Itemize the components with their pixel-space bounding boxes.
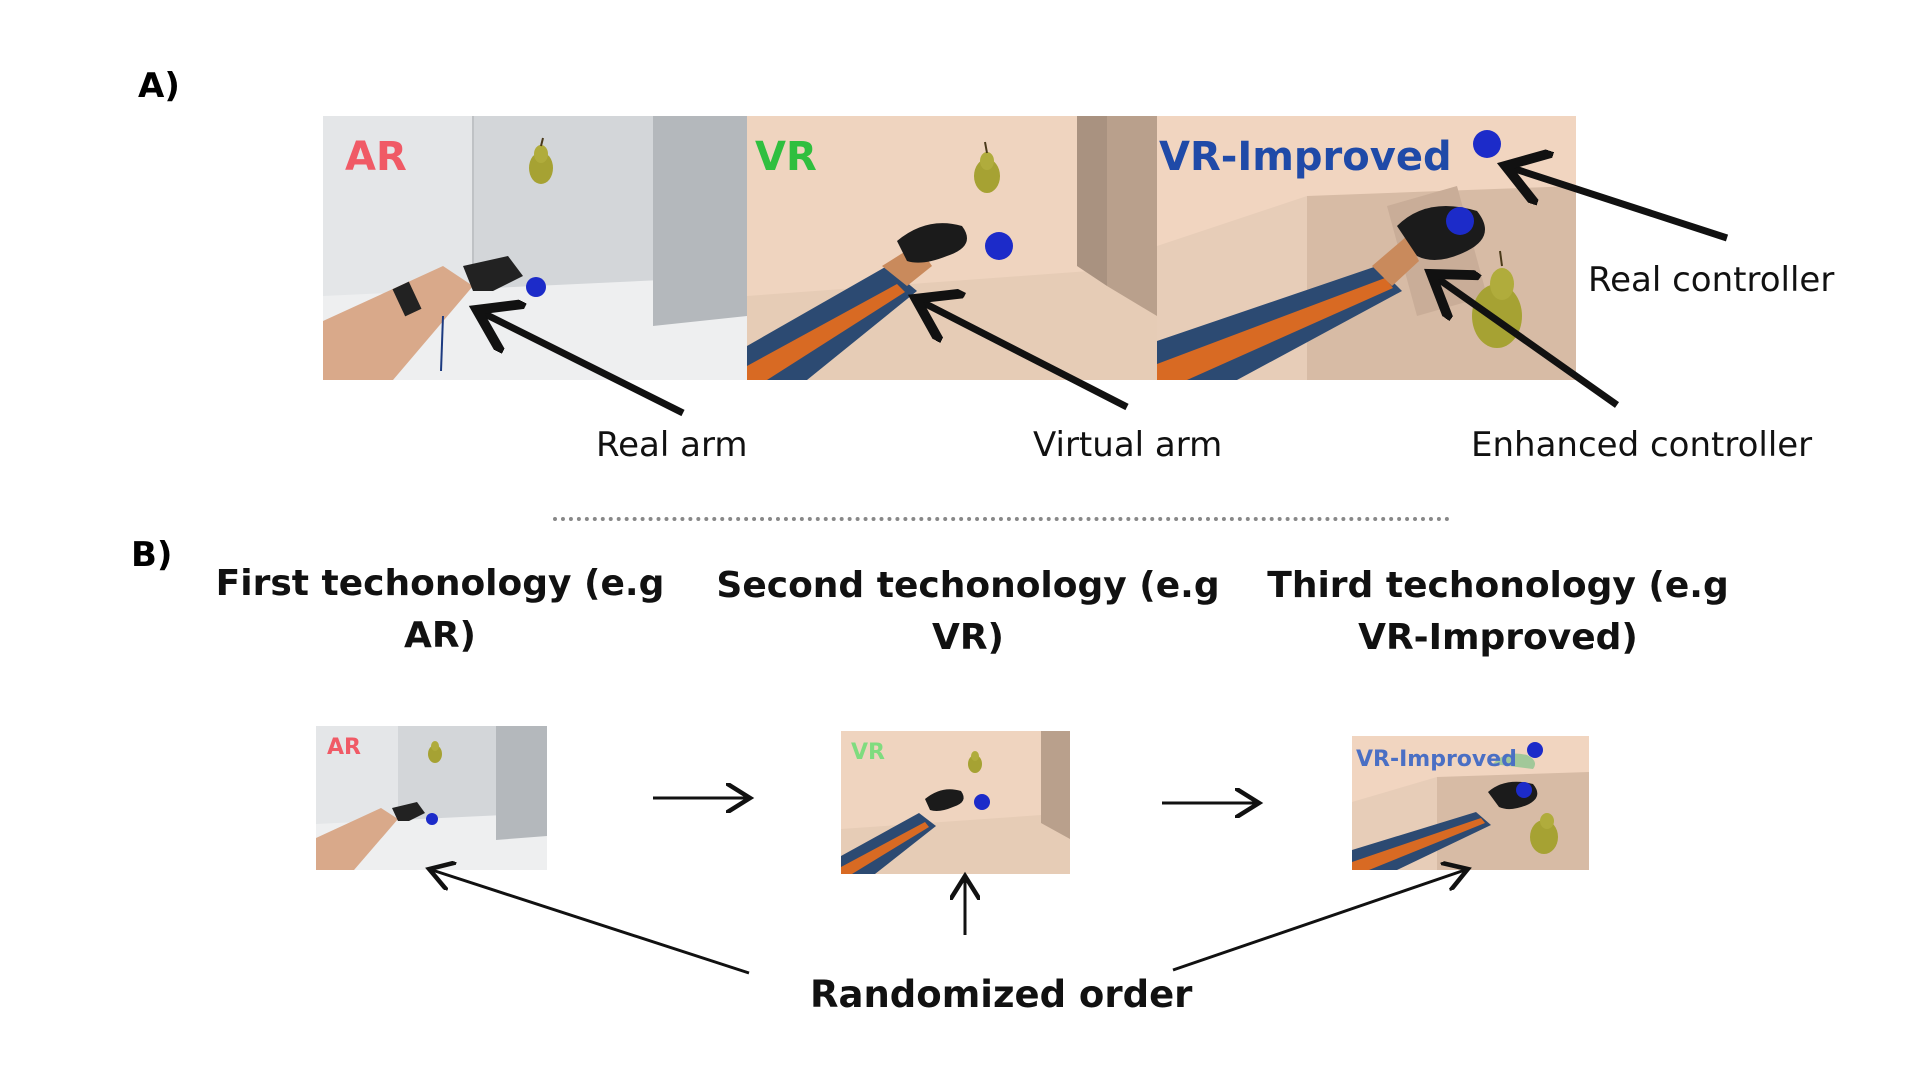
panel-a-label: A) — [138, 66, 180, 106]
annotation-virtual-arm: Virtual arm — [1033, 425, 1223, 465]
section-divider — [553, 517, 1450, 521]
scene-ar-label: AR — [345, 134, 407, 180]
arrow-random-to-third — [1172, 870, 1465, 972]
arrow-random-to-first — [432, 870, 750, 975]
scene-vri-label: VR-Improved — [1159, 134, 1452, 180]
stage-second-title: Second techonology (e.g VR) — [708, 560, 1228, 664]
stage-third-line1: Third techonology (e.g — [1267, 565, 1729, 606]
randomized-order-label: Randomized order — [810, 973, 1193, 1016]
stage-third-title: Third techonology (e.g VR-Improved) — [1248, 560, 1748, 664]
stage-third-line2: VR-Improved) — [1358, 617, 1638, 658]
stage-first-line1: First techonology (e.g — [215, 563, 665, 604]
stage-first-title: First techonology (e.g AR) — [190, 558, 690, 662]
stage-first-line2: AR) — [403, 615, 477, 656]
annotation-real-controller: Real controller — [1588, 260, 1835, 300]
scene-vr-label: VR — [755, 134, 817, 180]
scene-ar-small-label: AR — [327, 735, 361, 760]
scene-vr-small: VR — [841, 731, 1070, 874]
scene-vri-large: VR-Improved — [1157, 116, 1576, 380]
scene-vri-small-label: VR-Improved — [1356, 747, 1517, 772]
stage-second-line2: VR) — [931, 617, 1005, 658]
scene-ar-large: AR — [323, 116, 747, 380]
scene-vri-small: VR-Improved — [1352, 736, 1589, 870]
scene-vr-small-label: VR — [851, 740, 885, 765]
ar-small-image — [316, 726, 547, 870]
vr-small-image — [841, 731, 1070, 874]
annotation-enhanced-controller: Enhanced controller — [1471, 425, 1813, 465]
annotation-real-arm: Real arm — [596, 425, 748, 465]
scene-vr-large: VR — [747, 116, 1157, 380]
scene-ar-small: AR — [316, 726, 547, 870]
stage-second-line1: Second techonology (e.g — [716, 565, 1220, 606]
panel-b-label: B) — [131, 535, 173, 575]
vri-small-image — [1352, 736, 1589, 870]
